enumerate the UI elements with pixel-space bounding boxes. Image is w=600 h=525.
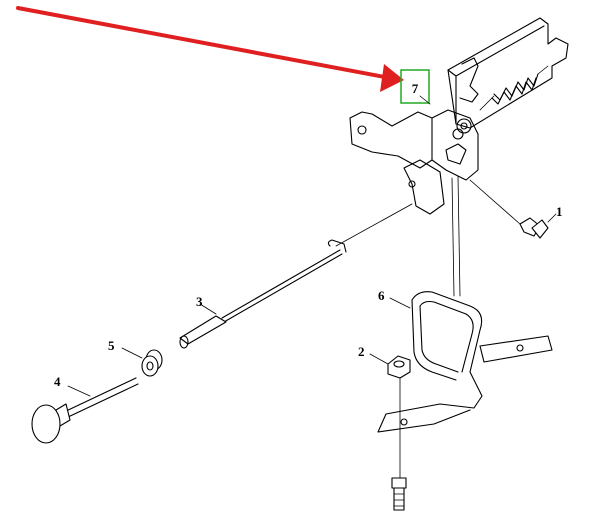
highlight-box-7: 7 [400,69,431,105]
control-bracket [349,17,569,297]
handle-part-6: 6 [377,288,553,433]
bolt-part-1: 1 [469,179,563,239]
pointer-arrow [16,6,404,92]
screw [391,477,407,511]
callout-2: 2 [358,344,365,359]
callout-4: 4 [54,374,61,389]
knob-part-4: 4 [31,374,139,444]
cable-part-3: 3 [179,203,413,349]
callout-3: 3 [196,294,203,309]
spring [479,65,549,111]
callout-5: 5 [108,338,115,353]
callout-1: 1 [556,204,563,219]
grommet-part-5: 5 [108,338,163,377]
nut-part-2: 2 [358,344,411,479]
callout-6: 6 [378,288,385,303]
callout-7: 7 [412,81,419,96]
